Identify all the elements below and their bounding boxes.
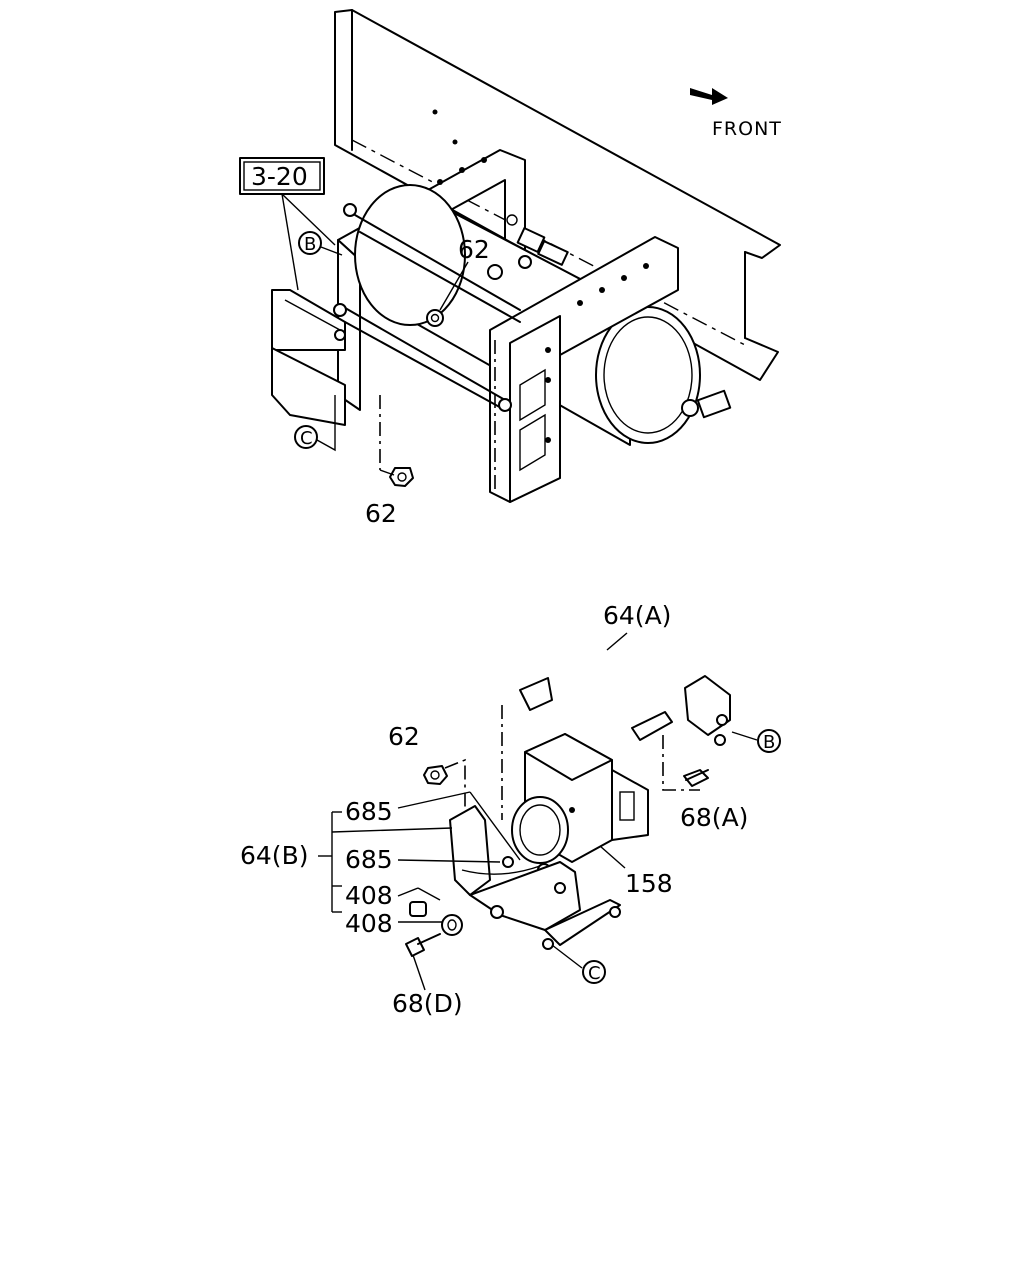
- label-64b: 64(B): [240, 841, 308, 870]
- label-62-upper: 62: [458, 235, 490, 264]
- pipe-64a: [519, 646, 731, 746]
- nut-62-upper-icon: [426, 309, 444, 327]
- svg-text:C: C: [588, 963, 601, 984]
- bottom-assembly: 64(A) B 68(A) 158: [240, 601, 781, 1018]
- abs-modulator-158: [511, 733, 649, 877]
- side-cover-plate: [271, 289, 346, 426]
- svg-text:B: B: [763, 732, 775, 753]
- svg-text:C: C: [300, 428, 313, 449]
- front-mount-bracket: [489, 236, 679, 503]
- circle-c-bottom: C: [551, 944, 606, 984]
- circle-c-top: C: [294, 395, 336, 452]
- label-68d: 68(D): [392, 989, 463, 1018]
- circle-b-bottom: B: [731, 729, 781, 753]
- top-assembly: FRONT: [239, 9, 782, 528]
- rubber-408-upper-icon: [409, 901, 427, 917]
- bracket-64b: [449, 805, 621, 950]
- valve-fitting-top: [487, 227, 569, 280]
- svg-text:B: B: [304, 234, 316, 255]
- ref-box-3-20: 3-20: [239, 157, 325, 195]
- label-158: 158: [625, 869, 673, 898]
- label-62-bottom: 62: [388, 722, 420, 751]
- leader-62-upper: [439, 261, 469, 311]
- label-62-lower: 62: [365, 499, 397, 528]
- label-408-upper: 408: [345, 881, 393, 910]
- ref-box-label: 3-20: [251, 162, 308, 191]
- bolt-68d-icon: [405, 933, 441, 957]
- group-leaders-64b: [318, 791, 521, 923]
- circle-b-top: B: [298, 231, 343, 256]
- nut-62-bottom-icon: [423, 765, 448, 785]
- label-68a: 68(A): [680, 803, 748, 832]
- label-685-upper: 685: [345, 797, 393, 826]
- label-408-lower: 408: [345, 909, 393, 938]
- nut-62-lower-icon: [389, 467, 414, 487]
- valve-fitting-right: [681, 389, 732, 419]
- label-685-lower: 685: [345, 845, 393, 874]
- front-label: FRONT: [712, 118, 782, 140]
- bolt-68a-icon: [683, 769, 709, 787]
- front-arrow-icon: [690, 88, 728, 105]
- label-64a: 64(A): [603, 601, 671, 630]
- rubber-408-lower-icon: [441, 914, 463, 936]
- tie-rods: [333, 203, 521, 412]
